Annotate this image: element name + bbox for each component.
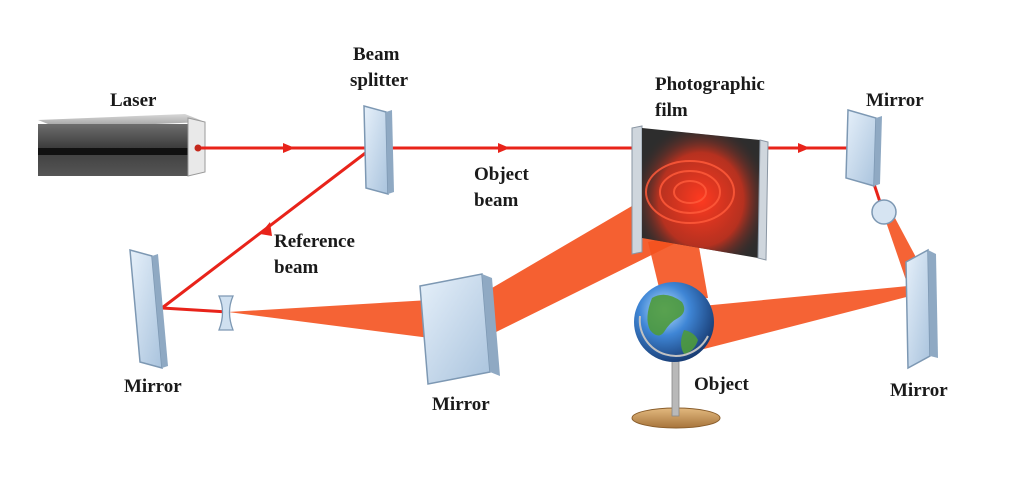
diagram-labels: Laser Beam splitter Photographic film Mi… [110,44,948,415]
laser-device [38,114,206,177]
beam-splitter [363,105,394,195]
object-to-film-beam [648,230,708,300]
label-beam-splitter-line2: splitter [350,70,409,91]
label-beam-splitter-line1: Beam [353,44,400,65]
mirror-bottom-right [905,248,938,370]
label-object-beam-line2: beam [474,190,519,211]
label-mirror-bottom-right: Mirror [890,380,948,401]
laser-aperture [194,144,202,152]
label-photographic-film-line2: film [655,100,688,121]
label-mirror-left: Mirror [124,376,182,397]
label-laser: Laser [110,90,157,111]
label-reference-beam-line1: Reference [274,231,355,252]
label-object: Object [694,374,750,395]
object-globe [631,282,721,429]
lens-right [871,199,897,225]
mirror-center [419,273,500,385]
label-mirror-top-right: Mirror [866,90,924,111]
label-reference-beam-line2: beam [274,257,319,278]
label-photographic-film-line1: Photographic [655,74,765,95]
reference-spread-beam [228,300,430,338]
interference-pattern [645,160,735,224]
label-object-beam-line1: Object [474,164,530,185]
beam-arrows [260,143,810,236]
photographic-film [631,125,769,261]
mirror-top-right [845,109,882,187]
mirror-left [129,248,168,370]
label-mirror-center: Mirror [432,394,490,415]
diverging-lens [218,295,234,331]
